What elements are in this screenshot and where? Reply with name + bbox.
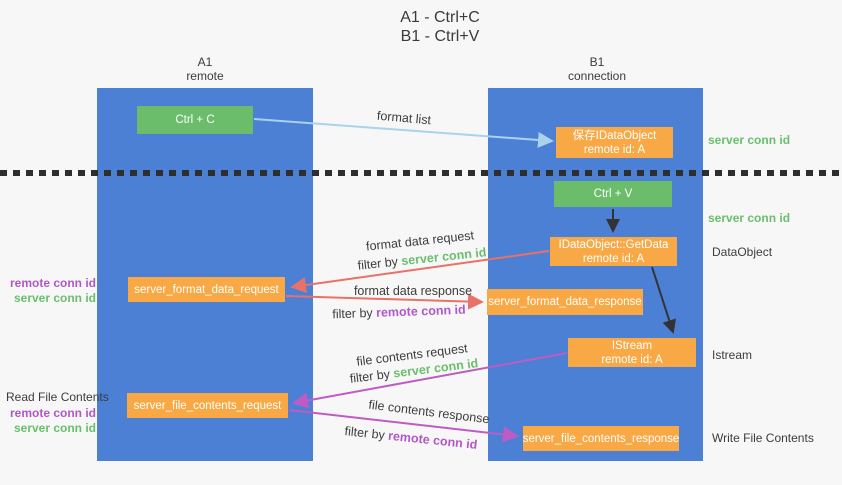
node-save-idataobject-line1: 保存IDataObject bbox=[572, 129, 657, 142]
label-remote-conn-id-left-1: remote conn id bbox=[9, 276, 96, 290]
title-line-1: A1 - Ctrl+C bbox=[400, 9, 480, 26]
label-server-conn-id-right-mid: server conn id bbox=[708, 211, 791, 225]
node-server-format-data-response: server_format_data_response bbox=[487, 289, 643, 315]
filter-by-text: filter by bbox=[332, 305, 373, 322]
label-dataobject: DataObject bbox=[712, 245, 773, 259]
node-server-format-data-request: server_format_data_request bbox=[128, 277, 285, 302]
node-idataobject-getdata-line2: remote id: A bbox=[582, 252, 645, 265]
node-server-file-contents-request: server_file_contents_request bbox=[127, 393, 288, 418]
lane-right-name: B1 bbox=[589, 55, 605, 69]
node-istream-line1: IStream bbox=[611, 339, 653, 352]
lane-header-right: B1 connection bbox=[537, 55, 657, 83]
filter-by-text: filter by bbox=[349, 367, 391, 386]
remote-conn-id-text: remote conn id bbox=[387, 428, 479, 452]
label-filter-by-remote-conn-id-file: filter by remote conn id bbox=[344, 424, 478, 452]
node-server-file-contents-response: server_file_contents_response bbox=[523, 426, 679, 451]
lane-left-role: remote bbox=[186, 69, 224, 83]
label-istream: Istream bbox=[712, 348, 753, 362]
node-ctrl-c: Ctrl + C bbox=[137, 106, 253, 134]
lane-right-role: connection bbox=[567, 69, 627, 83]
node-idataobject-getdata: IDataObject::GetData remote id: A bbox=[550, 237, 677, 266]
lane-left-name: A1 bbox=[197, 55, 213, 69]
node-istream-line2: remote id: A bbox=[601, 353, 663, 366]
label-server-conn-id-right-top: server conn id bbox=[708, 133, 791, 147]
label-block-format-conn-ids: remote conn id server conn id bbox=[0, 276, 96, 306]
label-format-data-response: format data response bbox=[353, 284, 473, 298]
label-read-file-contents: Read File Contents bbox=[6, 390, 109, 404]
label-block-file-conn-ids: remote conn id server conn id bbox=[0, 406, 96, 436]
page-title: A1 - Ctrl+C B1 - Ctrl+V bbox=[340, 8, 540, 46]
node-istream: IStream remote id: A bbox=[568, 338, 696, 367]
label-format-list: format list bbox=[376, 108, 432, 128]
remote-conn-id-text: remote conn id bbox=[375, 302, 466, 320]
label-remote-conn-id-left-2: remote conn id bbox=[9, 406, 96, 420]
label-file-contents-response: file contents response bbox=[367, 397, 491, 427]
filter-by-text: filter by bbox=[357, 254, 399, 273]
dotted-divider-line bbox=[0, 170, 842, 176]
node-ctrl-v: Ctrl + V bbox=[554, 181, 672, 207]
label-write-file-contents: Write File Contents bbox=[712, 431, 814, 445]
node-idataobject-getdata-line1: IDataObject::GetData bbox=[558, 238, 669, 251]
label-filter-by-remote-conn-id-format: filter by remote conn id bbox=[332, 303, 466, 322]
lane-header-left: A1 remote bbox=[145, 55, 265, 83]
filter-by-text: filter by bbox=[343, 424, 386, 443]
node-save-idataobject: 保存IDataObject remote id: A bbox=[556, 127, 673, 158]
node-save-idataobject-line2: remote id: A bbox=[583, 143, 646, 156]
label-server-conn-id-left-2: server conn id bbox=[13, 421, 96, 435]
label-server-conn-id-left-1: server conn id bbox=[13, 291, 96, 305]
title-line-2: B1 - Ctrl+V bbox=[400, 28, 480, 45]
